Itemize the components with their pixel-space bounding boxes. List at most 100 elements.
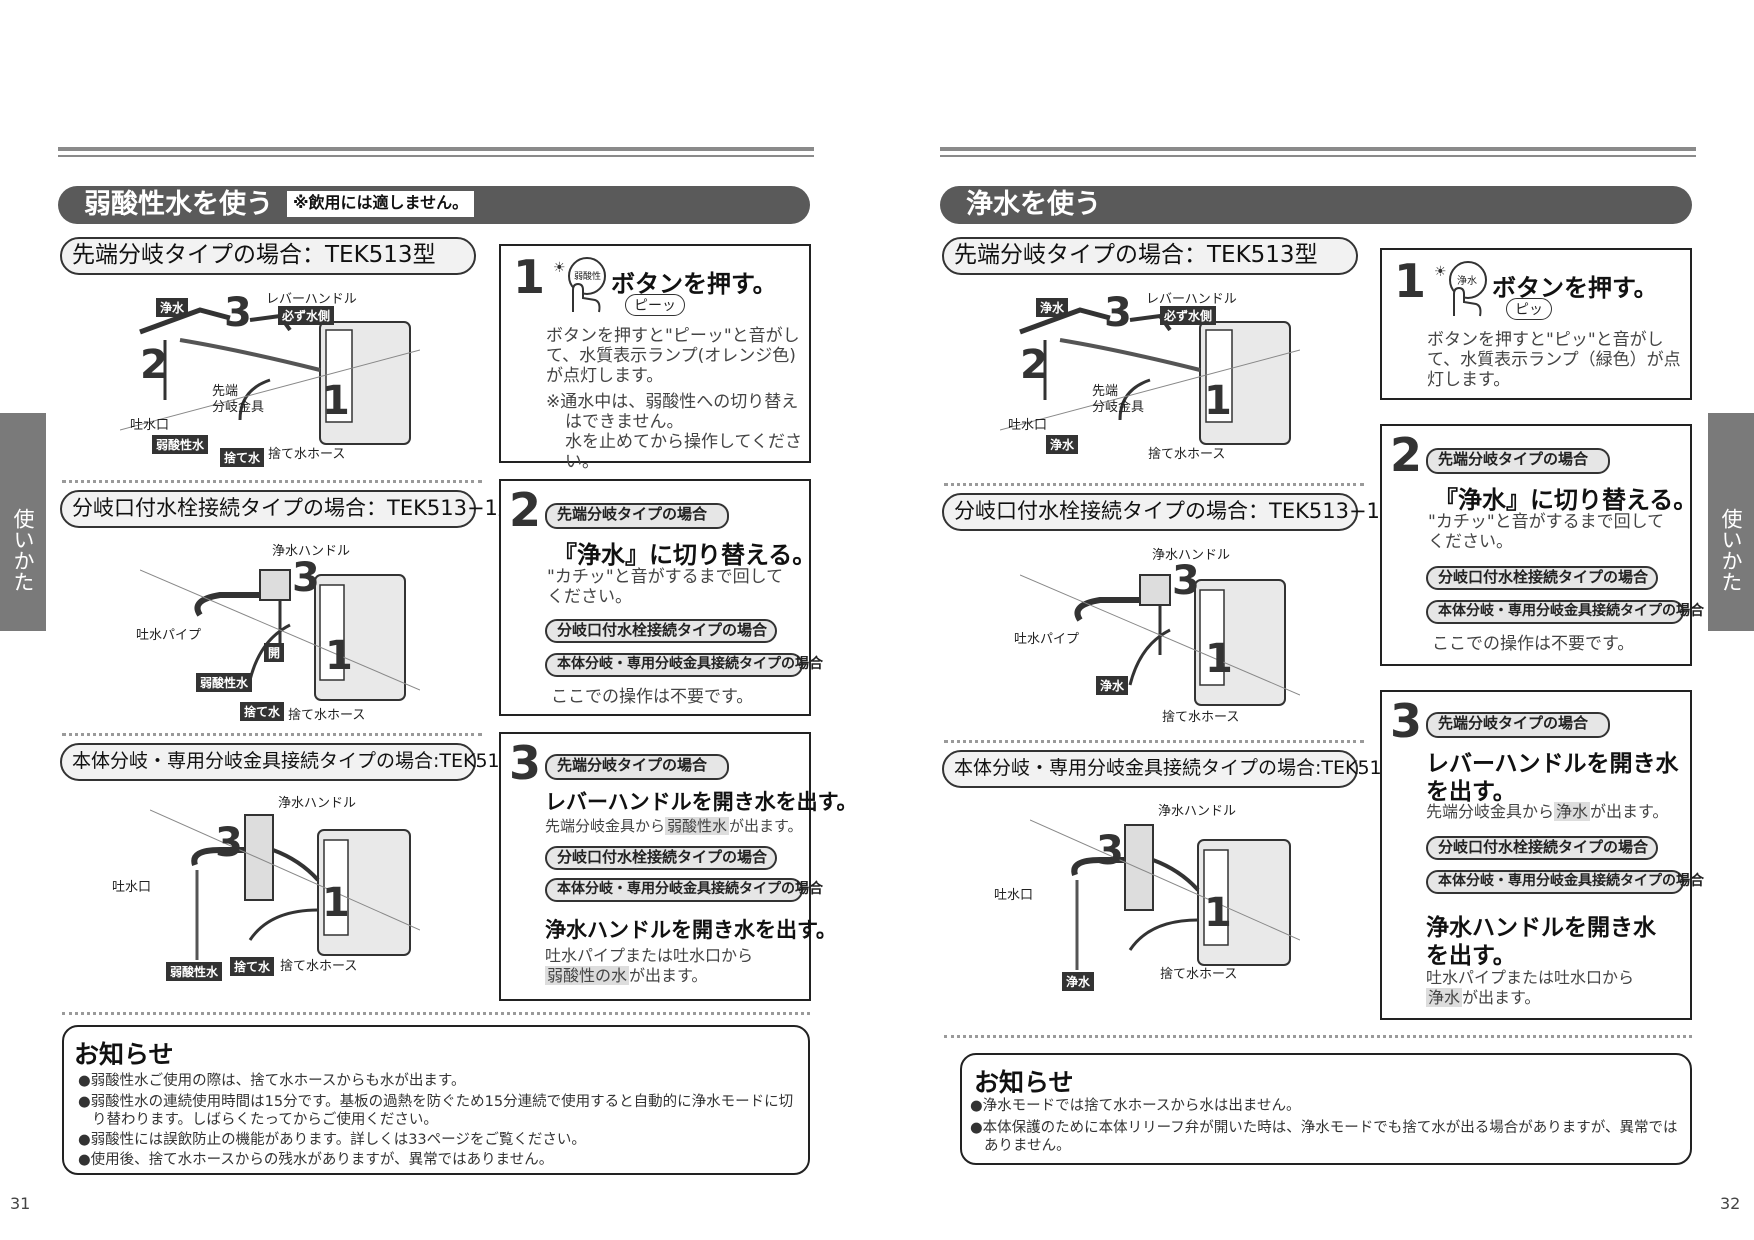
notice-box: お知らせ ●弱酸性水ご使用の際は、捨て水ホースからも水が出ます。 ●弱酸性水の連… [62, 1025, 810, 1175]
step3-body: 先端分岐金具から浄水が出ます。 [1426, 802, 1669, 821]
step3-title2: を出す。 [1426, 943, 1516, 969]
step2-title: 『浄水』に切り替える。 [1434, 486, 1698, 514]
step2-tag3: 本体分岐・専用分岐金具接続タイプの場合 [1426, 600, 1704, 624]
label-pipe: 吐水パイプ [1014, 632, 1080, 647]
faucet-illustration-type3 [1030, 819, 1300, 970]
notice-item: ●弱酸性水ご使用の際は、捨て水ホースからも水が出ます。 [78, 1073, 466, 1089]
label-josui-handle: 浄水ハンドル [1152, 548, 1231, 563]
step-number: 3 [1390, 694, 1423, 748]
label-bunki: 分岐金具 [1092, 400, 1145, 415]
step2-tag: 先端分岐タイプの場合 [545, 503, 729, 529]
step1-note: ※通水中は、弱酸性への切り替え [546, 392, 799, 412]
section-title: 弱酸性水を使う [84, 189, 273, 220]
faucet-illustration-type2 [1020, 574, 1300, 706]
label-tosui: 吐水口 [994, 888, 1034, 903]
step-number: 1 [513, 250, 546, 304]
step2-tag3: 本体分岐・専用分岐金具接続タイプの場合 [545, 653, 823, 677]
label-must-open: 必ず水側 [1160, 306, 1217, 325]
label-josui: 浄水 [1096, 676, 1129, 695]
step2-tag: 先端分岐タイプの場合 [1426, 448, 1610, 474]
label-jakusan: 弱酸性水 [196, 673, 253, 692]
fig-number-1: 1 [1205, 636, 1233, 682]
label-hose: 捨て水ホース [1148, 447, 1226, 462]
header-rule [940, 155, 1696, 157]
label-hose: 捨て水ホース [288, 708, 366, 723]
step1-title: ボタンを押す。 [1492, 274, 1658, 302]
type2-title: 分岐口付水栓接続タイプの場合：TEK513−1型 [60, 490, 519, 528]
label-hose: 捨て水ホース [268, 447, 346, 462]
side-tab: 使いかた [0, 413, 46, 631]
fig-number-1: 1 [322, 880, 350, 926]
header-rule [940, 147, 1696, 151]
label-josui-handle: 浄水ハンドル [278, 796, 357, 811]
step3-box: 3 先端分岐タイプの場合 レバーハンドルを開き水を出す。 先端分岐金具から弱酸性… [499, 732, 857, 1001]
fig-number-3: 3 [1104, 290, 1132, 336]
label-pipe: 吐水パイプ [136, 628, 202, 643]
type3-title: 本体分岐・専用分岐金具接続タイプの場合:TEK513−2型 [942, 750, 1441, 788]
step3-title2: 浄水ハンドルを開き水 [1426, 915, 1656, 941]
svg-text:☀: ☀ [553, 260, 566, 276]
type2-title: 分岐口付水栓接続タイプの場合：TEK513−1型 [942, 493, 1401, 531]
sound-bubble: ピーッ [625, 294, 685, 316]
side-tab: 使いかた [1708, 413, 1754, 631]
step1-note: はできません。 [565, 412, 684, 432]
label-sutemizu: 捨て水 [230, 957, 275, 976]
label-lever-handle: レバーハンドル [1146, 292, 1237, 307]
faucet-illustration-type2 [140, 569, 420, 701]
step2-note: ここでの操作は不要です。 [1432, 634, 1635, 654]
step3-body2: 吐水パイプまたは吐水口から弱酸性の水が出ます。 [545, 946, 754, 985]
label-josui: 浄水 [1062, 972, 1095, 991]
label-must-open: 必ず水側 [278, 306, 335, 325]
fig-number-3: 3 [224, 290, 252, 336]
fig-number-3: 3 [292, 555, 320, 601]
svg-text:☀: ☀ [1434, 264, 1447, 280]
label-tosui: 吐水口 [130, 418, 170, 433]
step2-tag2: 分岐口付水栓接続タイプの場合 [1426, 566, 1658, 590]
fig-number-3: 3 [215, 820, 243, 866]
step1-box: 1 ☀ 弱酸性 ボタンを押す。 ピーッ ボタンを押すと"ピーッ"と音がして、水質… [499, 244, 811, 472]
faucet-illustration-type3 [150, 809, 420, 960]
step2-body: "カチッ"と音がするまで回してください。 [1428, 512, 1665, 552]
notice-box: お知らせ ●浄水モードでは捨て水ホースから水は出ません。 ●本体保護のために本体… [960, 1053, 1692, 1165]
label-jakusan: 弱酸性水 [166, 962, 223, 981]
fig-number-2: 2 [140, 342, 168, 388]
step1-body: ボタンを押すと"ピッ"と音がして、水質表示ランプ（緑色）が点灯します。 [1427, 330, 1681, 390]
section-title: 浄水を使う [966, 189, 1101, 220]
fig-number-1: 1 [322, 378, 350, 424]
step2-box: 2 先端分岐タイプの場合 『浄水』に切り替える。 "カチッ"と音がするまで回して… [1380, 424, 1704, 666]
step1-note: 水を止めてから操作してください。 [565, 432, 802, 472]
section-note: ※飲用には適しません。 [287, 191, 475, 217]
label-sentan: 先端 [212, 384, 239, 399]
notice-item: ●本体保護のために本体リリーフ弁が開いた時は、浄水モードでも捨て水が出る場合があ… [970, 1120, 1678, 1154]
label-josui: 浄水 [156, 298, 189, 317]
fig-number-1: 1 [1204, 890, 1232, 936]
type3-title: 本体分岐・専用分岐金具接続タイプの場合:TEK513−2型 [60, 743, 559, 781]
label-josui: 浄水 [1046, 435, 1079, 454]
step1-title: ボタンを押す。 [611, 270, 777, 298]
step3-tag3: 本体分岐・専用分岐金具接続タイプの場合 [1426, 870, 1704, 894]
page-number: 31 [10, 1194, 31, 1213]
label-hose: 捨て水ホース [1162, 710, 1240, 725]
label-sutemizu: 捨て水 [240, 702, 285, 721]
type1-title: 先端分岐タイプの場合：TEK513型 [942, 237, 1358, 275]
label-sentan: 先端 [1092, 384, 1119, 399]
step2-box: 2 先端分岐タイプの場合 『浄水』に切り替える。 "カチッ"と音がするまで回して… [499, 479, 823, 716]
button-press-icon: ☀ [553, 257, 606, 313]
notice-item: ●使用後、捨て水ホースからの残水がありますが、異常ではありません。 [78, 1152, 554, 1168]
fig-number-3: 3 [1172, 558, 1200, 604]
header-rule [58, 147, 814, 151]
label-sutemizu: 捨て水 [220, 448, 265, 467]
step1-box: 1 ☀ 浄水 ボタンを押す。 ピッ ボタンを押すと"ピッ"と音がして、水質表示ラ… [1380, 248, 1692, 400]
label-tosui: 吐水口 [112, 880, 152, 895]
step3-box: 3 先端分岐タイプの場合 レバーハンドルを開き水 を出す。 先端分岐金具から浄水… [1380, 690, 1704, 1020]
step-number: 2 [1390, 428, 1423, 482]
step-number: 1 [1394, 254, 1427, 308]
sound-bubble: ピッ [1506, 298, 1552, 320]
page-number: 32 [1720, 1194, 1741, 1213]
step-number: 3 [509, 736, 542, 790]
type1-title: 先端分岐タイプの場合：TEK513型 [60, 237, 476, 275]
step3-title2: 浄水ハンドルを開き水を出す。 [545, 918, 837, 942]
notice-item: ●弱酸性水の連続使用時間は15分です。基板の過熱を防ぐため15分連続で使用すると… [78, 1094, 794, 1128]
dotted-divider [944, 1035, 1692, 1038]
step3-tag: 先端分岐タイプの場合 [1426, 712, 1610, 738]
